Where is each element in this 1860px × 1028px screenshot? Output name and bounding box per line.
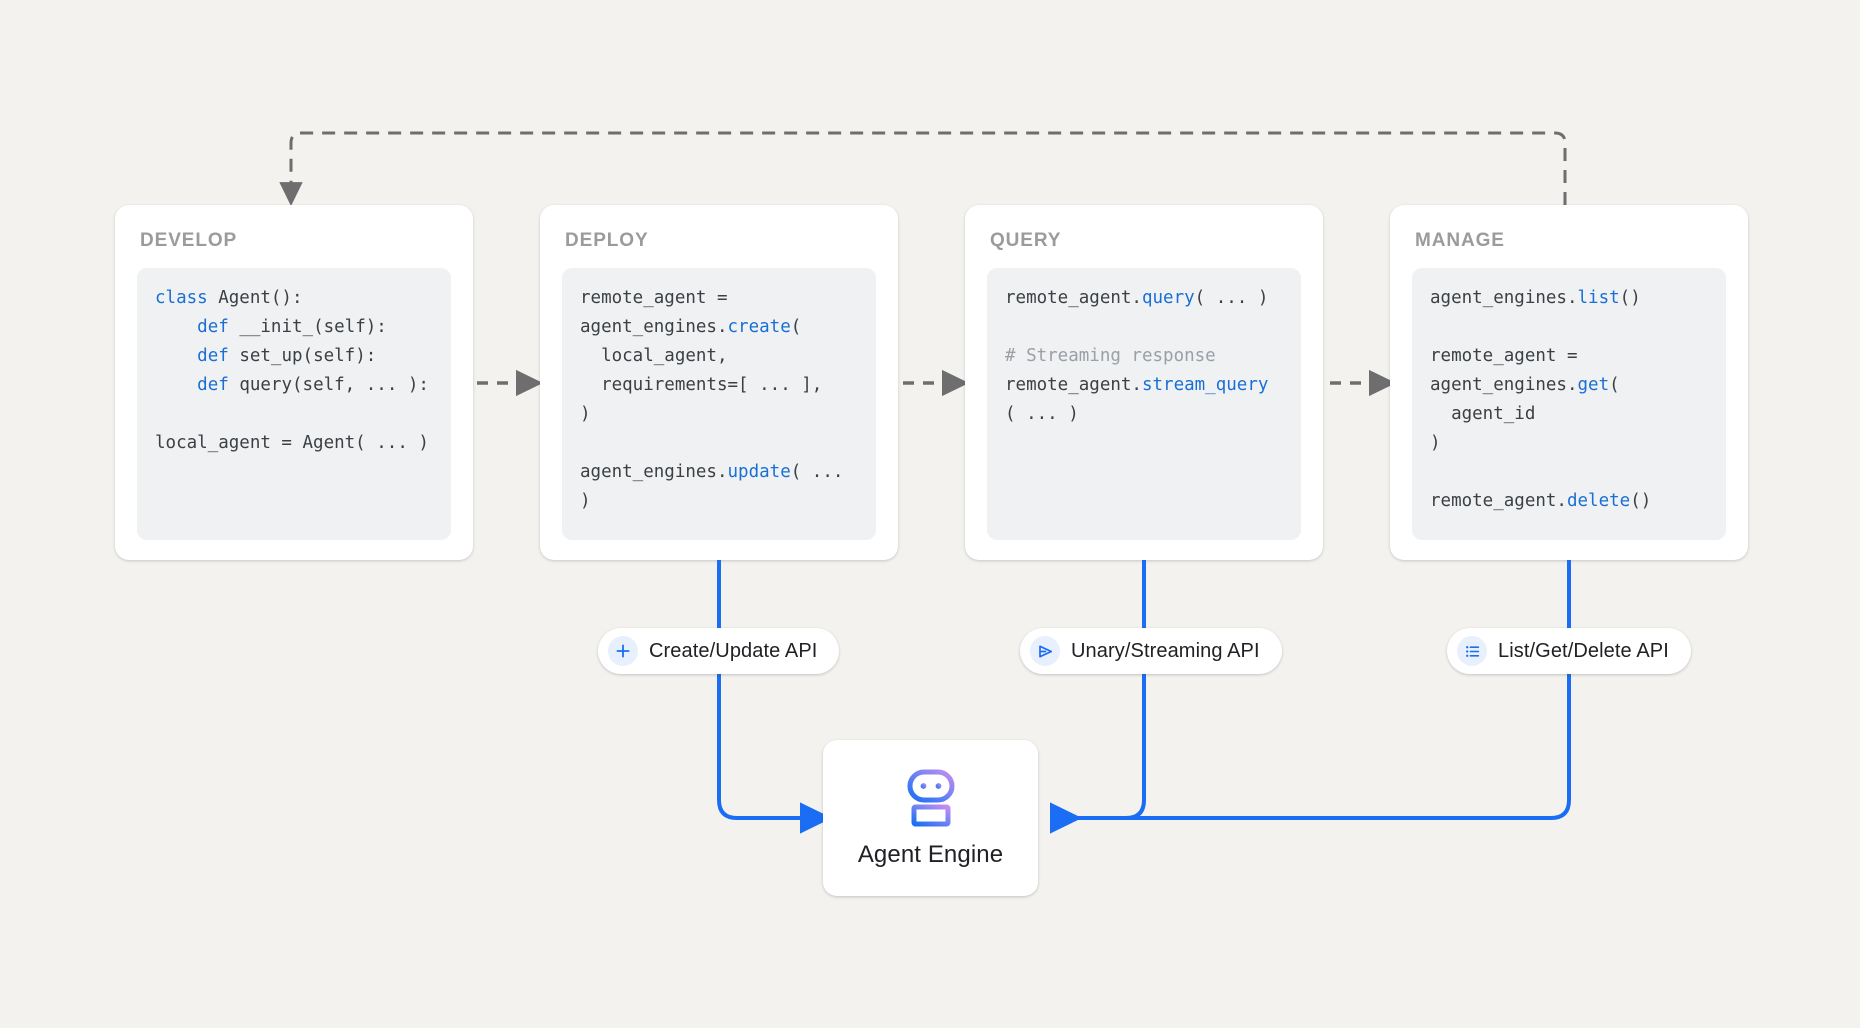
- wire-manage-to-agent-engine: [1062, 560, 1571, 820]
- stage-title-manage: MANAGE: [1415, 230, 1505, 251]
- api-pill-create-update[interactable]: Create/Update API: [598, 628, 840, 674]
- wire-deploy-to-agent-engine: [717, 560, 832, 834]
- code-text-deploy: remote_agent = agent_engines.create( loc…: [580, 288, 854, 511]
- stage-card-manage[interactable]: MANAGE agent_engines.list() remote_agent…: [1390, 205, 1748, 560]
- api-pill-label-list-get-delete: List/Get/Delete API: [1498, 640, 1669, 662]
- stage-card-query[interactable]: QUERY remote_agent.query( ... ) # Stream…: [965, 205, 1323, 560]
- feedback-dashed-path: [279, 131, 1567, 207]
- plus-icon: [608, 636, 638, 666]
- api-pill-unary-streaming[interactable]: Unary/Streaming API: [1020, 628, 1282, 674]
- agent-engine-label: Agent Engine: [857, 841, 1004, 868]
- code-text-manage: agent_engines.list() remote_agent = agen…: [1430, 288, 1652, 511]
- list-icon: [1457, 636, 1487, 666]
- code-block-manage: agent_engines.list() remote_agent = agen…: [1412, 268, 1726, 540]
- code-block-query: remote_agent.query( ... ) # Streaming re…: [987, 268, 1301, 540]
- stage-card-develop[interactable]: DEVELOP class Agent(): def __init_(self)…: [115, 205, 473, 560]
- code-text-develop: class Agent(): def __init_(self): def se…: [155, 288, 429, 453]
- stage-title-deploy: DEPLOY: [565, 230, 649, 251]
- agent-engine-node[interactable]: Agent Engine: [823, 740, 1038, 896]
- code-text-query: remote_agent.query( ... ) # Streaming re…: [1005, 288, 1269, 424]
- code-block-deploy: remote_agent = agent_engines.create( loc…: [562, 268, 876, 540]
- api-pill-label-unary-streaming: Unary/Streaming API: [1071, 640, 1260, 662]
- api-pill-list-get-delete[interactable]: List/Get/Delete API: [1447, 628, 1691, 674]
- stage-title-develop: DEVELOP: [140, 230, 238, 251]
- robot-icon: [899, 769, 963, 829]
- api-pill-label-create-update: Create/Update API: [649, 640, 818, 662]
- wire-query-to-agent-engine: [1062, 560, 1146, 820]
- send-icon: [1030, 636, 1060, 666]
- stage-card-deploy[interactable]: DEPLOY remote_agent = agent_engines.crea…: [540, 205, 898, 560]
- code-block-develop: class Agent(): def __init_(self): def se…: [137, 268, 451, 540]
- stage-title-query: QUERY: [990, 230, 1062, 251]
